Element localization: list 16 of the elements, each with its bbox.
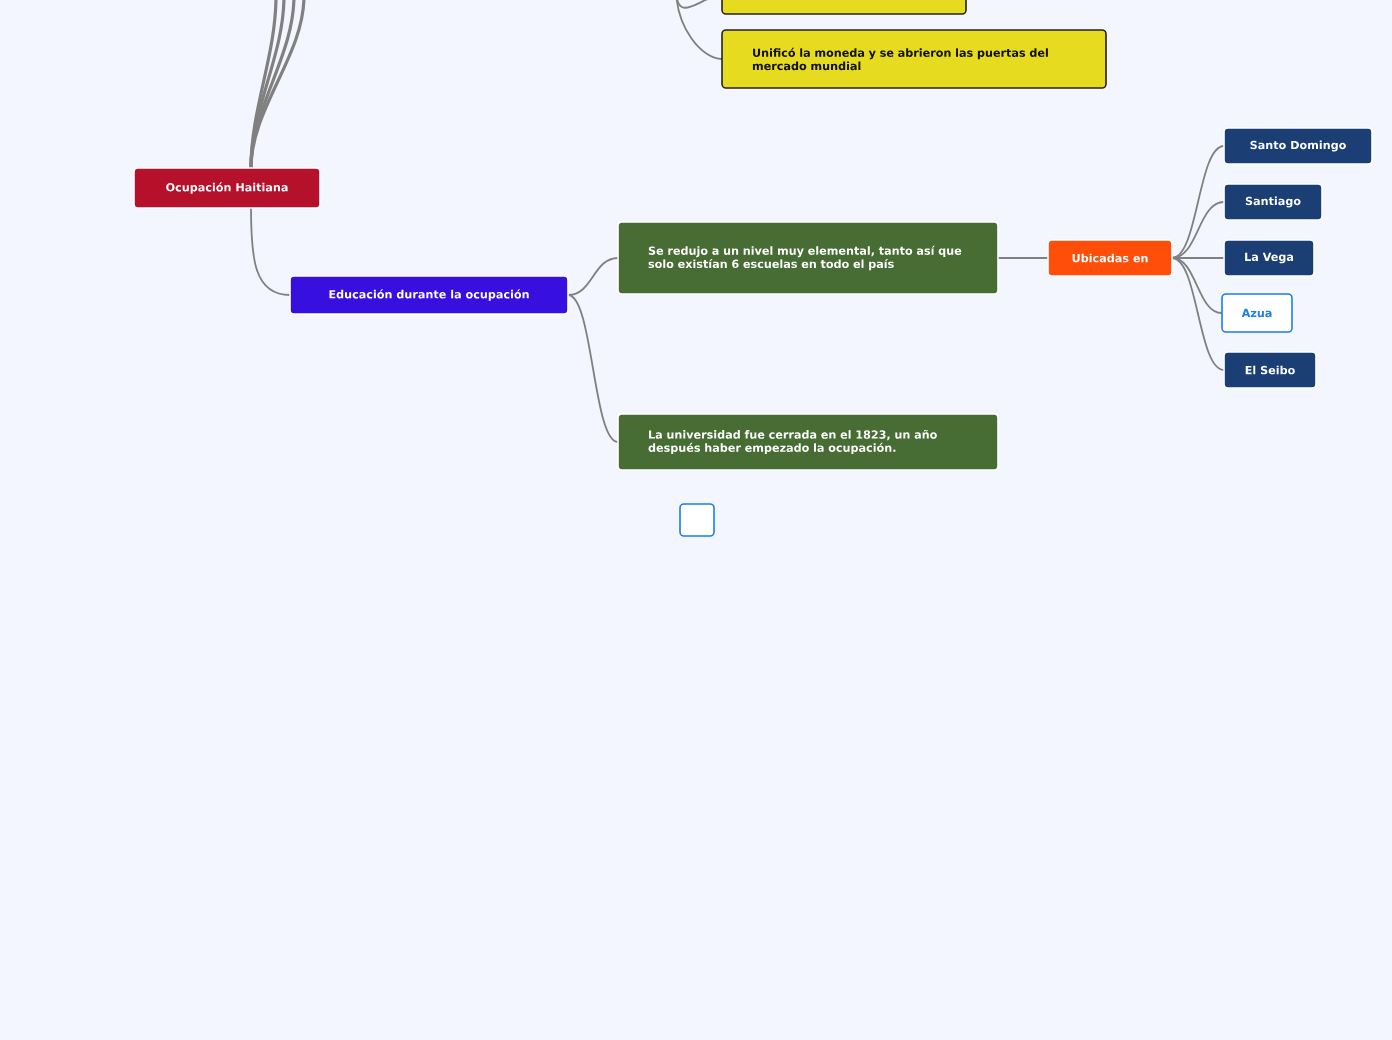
connector-line — [249, 0, 278, 169]
connector-line — [250, 207, 291, 296]
empty-box — [721, 0, 967, 15]
connector-line — [1171, 257, 1225, 259]
connector-line — [1171, 257, 1223, 314]
connector-line — [249, 0, 296, 169]
connector-line — [567, 294, 619, 443]
connector-line — [249, 0, 286, 169]
connector-line — [567, 257, 619, 296]
connector-line — [1171, 145, 1225, 259]
empty-box — [679, 503, 715, 537]
connector-line — [675, 0, 723, 60]
connector-line — [997, 257, 1049, 259]
connector-line — [1171, 257, 1225, 371]
connector-line — [1171, 201, 1225, 259]
connector-line — [249, 0, 306, 169]
